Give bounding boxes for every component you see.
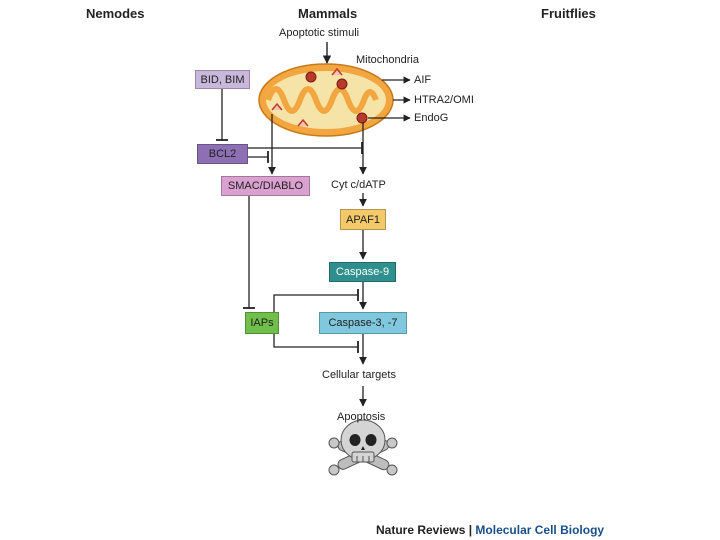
- aif-label: AIF: [414, 74, 432, 86]
- apaf1-box: APAF1: [340, 209, 386, 230]
- bcl2-box: BCL2: [197, 144, 248, 164]
- cyt-c-datp-label: Cyt c/dATP: [331, 179, 386, 191]
- mitochondria-label: Mitochondria: [356, 54, 419, 66]
- caspase-9-box: Caspase-9: [329, 262, 396, 282]
- header-mammals: Mammals: [298, 6, 358, 21]
- apoptosis-label: Apoptosis: [337, 411, 386, 423]
- iaps-box: IAPs: [245, 312, 279, 334]
- htra2-omi-label: HTRA2/OMI: [414, 94, 474, 106]
- apoptotic-stimuli-label: Apoptotic stimuli: [279, 27, 360, 39]
- caspase-3-7-box: Caspase-3, -7: [319, 312, 407, 334]
- endog-label: EndoG: [414, 112, 449, 124]
- footer-journal: Nature Reviews |: [376, 523, 476, 537]
- footer-journal-section: Molecular Cell Biology: [475, 523, 605, 537]
- header-fruitflies: Fruitflies: [541, 6, 596, 21]
- mitochondrion-icon: [258, 63, 394, 137]
- header-nemodes: Nemodes: [86, 6, 145, 21]
- bid-bim-box: BID, BIM: [195, 70, 250, 89]
- cellular-targets-label: Cellular targets: [322, 369, 396, 381]
- smac-diablo-box: SMAC/DIABLO: [221, 176, 310, 196]
- skull-icon: [328, 419, 398, 476]
- footer-credit: Nature Reviews | Molecular Cell Biology: [376, 523, 604, 537]
